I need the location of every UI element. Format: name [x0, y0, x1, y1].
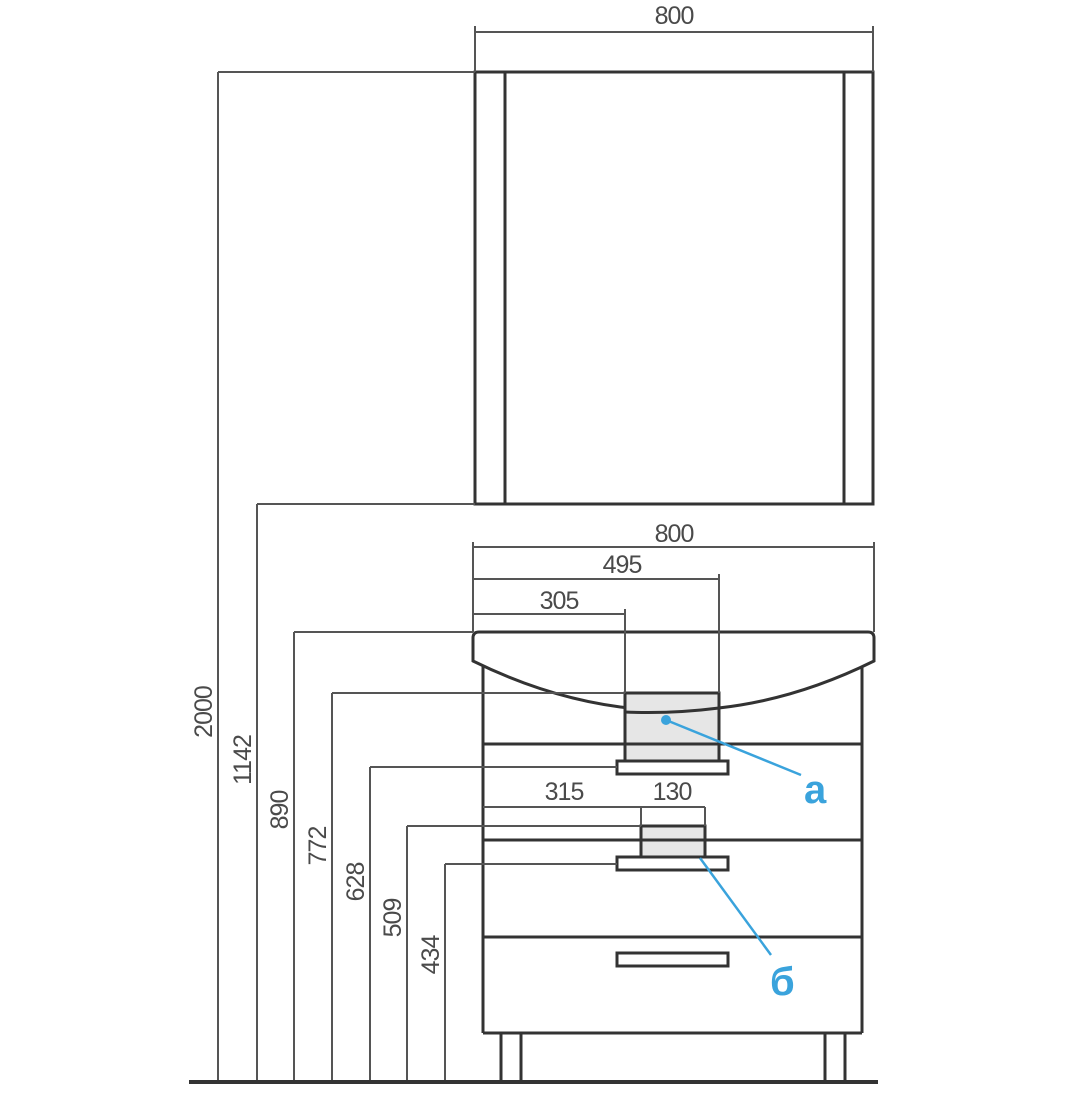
height-counter-label: 890 [266, 791, 294, 830]
width-b-label: 130 [653, 778, 692, 806]
leg-left [499, 1031, 523, 1084]
part-a-flange [615, 759, 730, 776]
vanity-width-label: 800 [655, 520, 694, 548]
sink-offset-a-label: 305 [540, 587, 579, 615]
vanity-unit [471, 630, 876, 1084]
callout-a: a [661, 715, 827, 812]
basin-countertop [471, 630, 876, 712]
callout-a-label: a [804, 768, 827, 812]
callout-b-label: б [770, 960, 795, 1004]
part-b-flange [615, 855, 730, 872]
callout-a-leader [665, 718, 802, 777]
height-a-top-label: 772 [304, 827, 332, 866]
offset-b-label: 315 [545, 778, 584, 806]
part-a-basin-curve [624, 706, 720, 714]
height-total-label: 2000 [190, 686, 218, 738]
drawer-handle [615, 951, 730, 968]
mirror-width-dimension: 800 [474, 2, 874, 72]
sink-center-a-label: 495 [603, 551, 642, 579]
height-dimensions: 2000 1142 890 772 628 509 434 [190, 71, 641, 1082]
height-b-bottom-label: 434 [417, 935, 445, 975]
part-a [615, 691, 730, 776]
part-a-body [623, 691, 721, 765]
height-b-top-label: 509 [379, 899, 407, 938]
height-a-bottom-label: 628 [342, 863, 370, 902]
mirror-width-label: 800 [655, 2, 694, 30]
height-mirror-bottom-label: 1142 [229, 735, 257, 785]
leg-right [823, 1031, 847, 1084]
callout-b-leader [698, 857, 773, 956]
mirror-outline [473, 70, 875, 506]
mirror-cabinet [473, 70, 875, 506]
callout-b: б [698, 857, 795, 1004]
vanity-width-dimensions: 800 495 305 315 130 [472, 520, 875, 826]
part-b [615, 824, 730, 872]
